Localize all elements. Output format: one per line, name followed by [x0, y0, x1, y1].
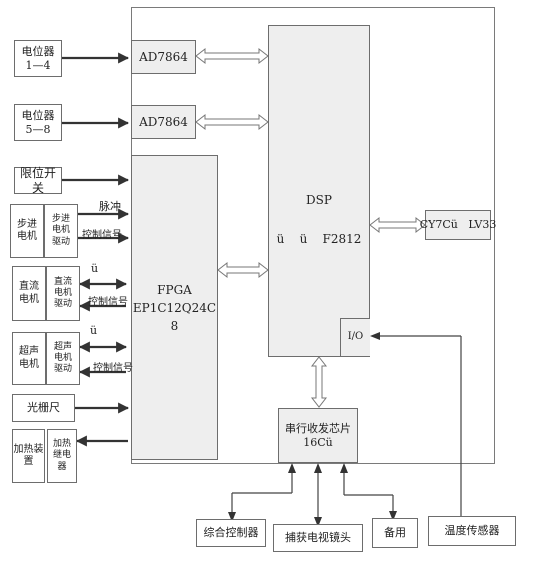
limit-switch-box: 限位开关: [14, 166, 62, 195]
stepper-ctrl-signal-label: 控制信号: [82, 230, 122, 241]
temperature-sensor-box: 温度传感器: [428, 516, 516, 546]
backup-arrowhead-down: [389, 511, 397, 521]
io-port-box: I/O: [340, 318, 370, 356]
stepper-driver-box: 步进 电机 驱动: [44, 204, 78, 258]
fpga-box: FPGA EP1C12Q24C 8: [131, 155, 218, 460]
dc-driver-box: 直流 电机 驱动: [46, 266, 80, 321]
potentiometer-5-8-box: 电位器 5—8: [14, 104, 62, 141]
ad7864-bottom-box: AD7864: [131, 105, 196, 139]
temp-arrowhead-left: [370, 332, 380, 340]
ultrasonic-u-mark: ü: [90, 324, 98, 337]
ultrasonic-ctrl-signal-label: 控制信号: [93, 363, 133, 374]
pulse-label: 脉冲: [99, 200, 121, 213]
ultrasonic-motor-box: 超声 电机: [12, 332, 46, 385]
fpga-dsp-bus: [217, 261, 269, 279]
dc-motor-box: 直流 电机: [12, 266, 46, 321]
stepper-motor-box: 步进 电机: [10, 204, 44, 258]
camera-arrowhead-down: [314, 517, 322, 527]
backup-box: 备用: [372, 518, 418, 548]
potentiometer-1-4-box: 电位器 1—4: [14, 40, 62, 77]
integrated-controller-box: 综合控制器: [196, 519, 266, 547]
ultrasonic-driver-box: 超声 电机 驱动: [46, 332, 80, 385]
ctrl-arrowhead-down: [228, 512, 236, 522]
grating-ruler-box: 光栅尺: [12, 394, 75, 422]
heater-relay-box: 加热 继电 器: [47, 429, 77, 483]
dsp-title: DSP: [306, 193, 332, 208]
camera-arrowhead-up: [314, 463, 322, 473]
backup-arrowhead-up: [340, 463, 348, 473]
dc-u-mark: ü: [91, 262, 99, 275]
ad7864-top-box: AD7864: [131, 40, 196, 74]
dsp-box: DSP ü ü F2812: [268, 25, 370, 357]
heater-box: 加热装 置: [12, 429, 45, 483]
ad-bottom-dsp-bus: [195, 113, 269, 131]
serial-chip-box: 串行收发芯片 16Cü: [278, 408, 358, 463]
dsp-serial-bus: [310, 356, 328, 408]
ctrl-arrowhead-up: [288, 463, 296, 473]
ad-top-dsp-bus: [195, 47, 269, 65]
dsp-model: ü ü F2812: [276, 231, 362, 246]
dsp-cy7-bus: [369, 216, 426, 234]
dc-ctrl-signal-label: 控制信号: [88, 297, 128, 308]
camera-capture-box: 捕获电视镜头: [273, 524, 363, 552]
cy7-chip-box: CY7Cü LV33: [420, 210, 496, 240]
